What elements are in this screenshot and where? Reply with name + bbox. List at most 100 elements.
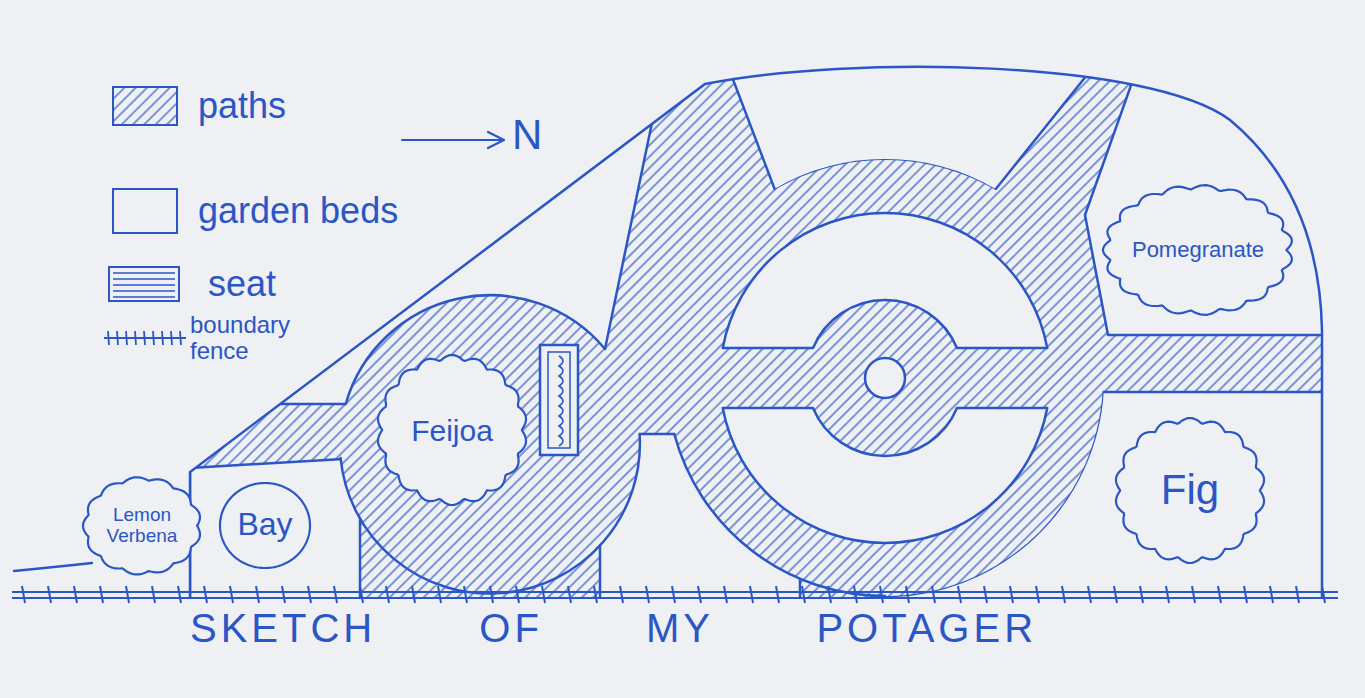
fence-tick: [48, 586, 51, 603]
garden-bed: [723, 408, 1048, 543]
garden-bed: [1085, 20, 1340, 335]
legend-label: boundary fence: [190, 312, 300, 365]
tree-canopy: Lemon Verbena: [79, 473, 205, 579]
fence-tick: [932, 586, 935, 603]
fence-tick: [1140, 586, 1143, 603]
path-edges: [14, 67, 1322, 597]
inner-beds: [723, 213, 1048, 543]
boundary-fence: [12, 586, 1338, 603]
label-holder: N: [512, 112, 542, 158]
text-group: Bay: [237, 507, 292, 542]
fence-line: [12, 591, 1338, 593]
legend-swatch: [104, 329, 186, 347]
fence-tick: [984, 586, 987, 603]
fence-tick: [854, 586, 857, 603]
seat-inner: [548, 352, 570, 448]
swatch-stripe: [113, 278, 175, 280]
fence-tick: [1244, 586, 1247, 603]
fence-tick: [230, 586, 233, 603]
plant-label: Bay: [237, 507, 292, 542]
fence-tick: [74, 586, 77, 603]
fence-tick: [776, 586, 779, 603]
plant-label: Pomegranate: [1132, 238, 1264, 262]
swatch-fence-tick: [108, 331, 109, 345]
fence-tick: [1088, 586, 1091, 603]
legend-label: seat: [208, 263, 276, 304]
legend-entry: seat: [108, 263, 276, 304]
fence-tick: [438, 586, 441, 603]
swatch-fence-tick: [126, 331, 127, 345]
caption-holder: SKETCH OF MY POTAGER: [190, 606, 1037, 650]
legend-label: garden beds: [198, 190, 398, 231]
swatch-hatch: [113, 87, 177, 125]
compass-label: N: [512, 112, 542, 158]
canopy-outline-path: [1103, 185, 1292, 315]
centre-bed: [865, 358, 905, 398]
north-arrow: [402, 132, 504, 148]
tree-canopy: Bay: [216, 479, 314, 572]
legend-entry: garden beds: [112, 188, 398, 234]
fence-tick: [100, 586, 103, 603]
path-edge: [674, 434, 885, 596]
seat-frame: [540, 345, 578, 455]
fence-tick: [594, 586, 597, 603]
fence-tick: [386, 586, 389, 603]
legend-entry: paths: [112, 85, 286, 126]
plant-label: Fig: [1161, 467, 1219, 513]
fence-tick: [672, 586, 675, 603]
north-arrow-head: [488, 132, 504, 148]
legend-swatch: [112, 86, 178, 126]
fence-tick: [282, 586, 285, 603]
seat-symbol: [540, 345, 578, 455]
legend-swatch: [112, 188, 178, 234]
fence-tick: [880, 586, 883, 603]
fence-tick: [724, 586, 727, 603]
fence-tick: [1036, 586, 1039, 603]
swatch-fence-tick: [135, 331, 136, 345]
garden-outline: [190, 67, 1322, 597]
text-group: Feijoa: [411, 414, 493, 447]
swatch-stripe: [113, 284, 175, 286]
fence-tick: [750, 586, 753, 603]
circular-path: [340, 295, 640, 595]
fence-tick: [828, 586, 831, 603]
fence-tick: [412, 586, 415, 603]
swatch-bed: [113, 189, 177, 233]
garden-bed: [190, 458, 360, 600]
swatch-fence-tick: [171, 331, 172, 345]
circular-path: [667, 160, 1103, 596]
swatch-fence-tick: [162, 331, 163, 345]
text-group: Lemon Verbena: [102, 505, 182, 547]
canopy-outline-path: [220, 483, 310, 568]
fence-tick: [308, 586, 311, 603]
plant-label: Feijoa: [411, 414, 493, 447]
fence-tick: [256, 586, 259, 603]
fence-tick: [906, 586, 909, 603]
fence-tick: [1296, 586, 1299, 603]
legend-label: paths: [198, 85, 286, 126]
fence-tick: [22, 586, 25, 603]
fence-tick: [698, 586, 701, 603]
fence-tick: [620, 586, 623, 603]
fence-tick: [1166, 586, 1169, 603]
fence-tick: [204, 586, 207, 603]
swatch-fence-tick: [180, 331, 181, 345]
fence-tick: [1270, 586, 1273, 603]
canopy-outline-path: [1116, 418, 1264, 563]
garden-beds: [190, 20, 1340, 640]
seat-cushion: [559, 356, 563, 446]
swatch-stripe: [113, 272, 175, 274]
text-group: Fig: [1161, 467, 1219, 513]
fence-ticks: [22, 586, 1325, 603]
fence-tick: [802, 586, 805, 603]
legend-swatch: [108, 266, 180, 302]
fence-tick: [152, 586, 155, 603]
swatch-seat: [109, 267, 179, 301]
fence-tick: [958, 586, 961, 603]
tree-canopy: Pomegranate: [1099, 181, 1297, 319]
swatch-stripe: [113, 296, 175, 298]
fence-tick: [490, 586, 493, 603]
tree-canopy: Feijoa: [373, 351, 531, 509]
legend-entry: boundary fence: [104, 312, 300, 365]
fence-tick: [178, 586, 181, 603]
